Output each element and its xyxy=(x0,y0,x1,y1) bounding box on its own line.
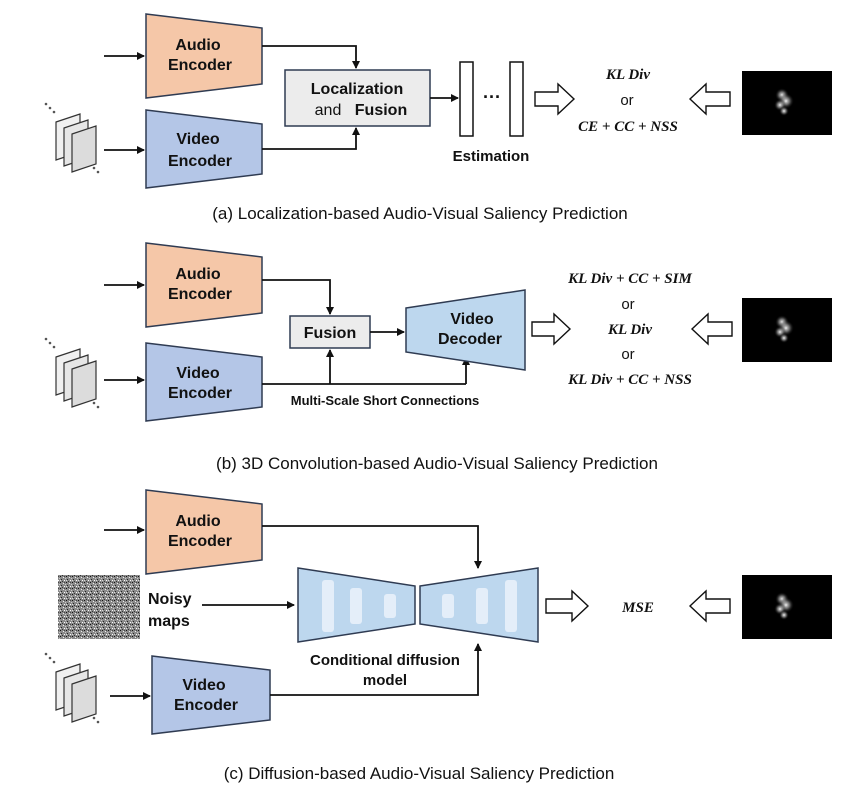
loss-b-1: KL Div + CC + SIM xyxy=(567,271,692,287)
localization-fusion-block xyxy=(284,69,431,127)
ground-truth-saliency-map xyxy=(742,71,832,135)
caption-a: (a) Localization-based Audio-Visual Sali… xyxy=(212,204,627,223)
fusion-label-2: Fusion xyxy=(355,102,407,119)
caption-b: (b) 3D Convolution-based Audio-Visual Sa… xyxy=(216,454,658,473)
audio-encoder-label-2: Encoder xyxy=(168,533,232,550)
fusion-label-1: Localization xyxy=(311,81,403,98)
video-to-fusion-arrow xyxy=(262,127,360,150)
video-encoder-label-1: Video xyxy=(176,365,220,382)
loss-c: MSE xyxy=(621,600,654,616)
decoder-label-1: Video xyxy=(450,311,494,328)
fusion-label-and: and xyxy=(315,102,342,119)
loss-a-or: or xyxy=(620,92,633,109)
audio-encoder-block xyxy=(145,242,263,328)
audio-encoder-block xyxy=(145,13,263,99)
noisy-label-2: maps xyxy=(148,613,190,630)
panel-b: Audio Encoder Video Encoder Fusion Video… xyxy=(23,242,832,473)
gt-hollow-arrow xyxy=(690,312,733,346)
audio-waveform-icon xyxy=(23,507,100,549)
video-encoder-label-1: Video xyxy=(182,677,226,694)
output-hollow-arrow xyxy=(534,82,576,116)
diffusion-feature-bars xyxy=(322,580,517,632)
audio-to-diffusion-arrow xyxy=(262,525,482,569)
audio-encoder-label-2: Encoder xyxy=(168,57,232,74)
panel-c: Audio Encoder Video Encoder Noisy maps C… xyxy=(23,489,832,783)
estimation-label: Estimation xyxy=(453,148,530,165)
audio-encoder-label-1: Audio xyxy=(175,266,221,283)
diffusion-label-1: Conditional diffusion xyxy=(310,652,460,669)
ground-truth-saliency-map xyxy=(742,575,832,639)
short-connections-label: Multi-Scale Short Connections xyxy=(291,393,480,408)
estimation-layer-last xyxy=(509,61,524,137)
loss-b-or-1: or xyxy=(621,296,634,313)
audio-encoder-block xyxy=(145,489,263,575)
video-frames-icon xyxy=(44,102,100,174)
decoder-label-2: Decoder xyxy=(438,331,502,348)
caption-c: (c) Diffusion-based Audio-Visual Salienc… xyxy=(224,764,615,783)
video-encoder-block xyxy=(145,342,263,422)
output-hollow-arrow xyxy=(545,589,590,623)
output-hollow-arrow xyxy=(531,312,572,346)
audio-encoder-label-1: Audio xyxy=(175,37,221,54)
noisy-label-1: Noisy xyxy=(148,591,192,608)
audio-waveform-icon xyxy=(23,35,100,77)
video-encoder-block xyxy=(145,109,263,189)
ground-truth-saliency-map xyxy=(742,298,832,362)
fusion-label: Fusion xyxy=(304,325,356,342)
gt-hollow-arrow xyxy=(688,589,731,623)
video-frames-icon xyxy=(44,652,100,724)
audio-to-fusion-arrow xyxy=(262,45,360,69)
gt-hollow-arrow xyxy=(688,82,731,116)
video-frames-icon xyxy=(44,337,100,409)
loss-b-2: KL Div xyxy=(607,322,652,338)
diffusion-label-2: model xyxy=(363,672,407,689)
video-to-diffusion-arrow xyxy=(270,643,482,696)
fusion-block xyxy=(289,315,371,349)
video-encoder-label-2: Encoder xyxy=(168,153,232,170)
loss-a-1: KL Div xyxy=(605,67,650,83)
loss-b-3: KL Div + CC + NSS xyxy=(567,372,692,388)
estimation-dots: ··· xyxy=(483,87,501,107)
loss-b-or-2: or xyxy=(621,346,634,363)
estimation-layer-first xyxy=(459,61,474,137)
loss-a-2: CE + CC + NSS xyxy=(578,119,678,135)
panel-a: Audio Encoder Video Encoder Localization… xyxy=(23,13,832,223)
audio-to-fusion-arrow xyxy=(262,279,334,315)
audio-encoder-label-1: Audio xyxy=(175,513,221,530)
video-encoder-block xyxy=(151,655,271,735)
video-encoder-label-2: Encoder xyxy=(174,697,238,714)
audio-encoder-label-2: Encoder xyxy=(168,286,232,303)
noisy-map-image xyxy=(58,575,140,639)
video-encoder-label-2: Encoder xyxy=(168,385,232,402)
video-encoder-label-1: Video xyxy=(176,131,220,148)
video-decoder-block xyxy=(405,289,526,371)
audio-waveform-icon xyxy=(23,262,100,304)
